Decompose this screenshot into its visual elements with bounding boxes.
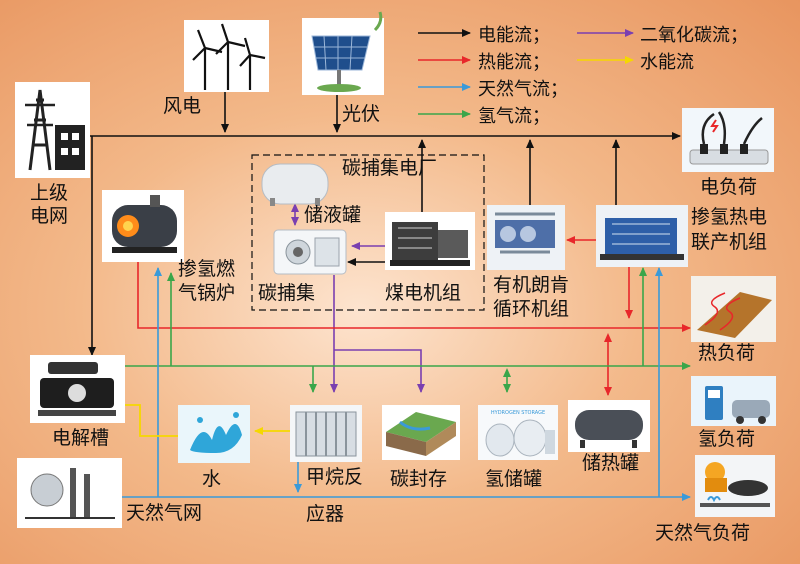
wind-turbine-icon [184,20,269,92]
electrolyzer-label: 电解槽 [52,427,110,449]
capture-unit-icon [273,229,347,275]
geology-icon [382,405,460,460]
legend-gas-label: 天然气流； [478,79,568,100]
coal-unit-label: 煤电机组 [385,282,462,304]
power-tower-icon [15,82,90,178]
h2-load-label: 氢负荷 [698,428,756,450]
chp-label-1: 掺氢热电 [691,206,768,228]
hydrogen-station-icon [691,376,776,426]
legend-electric-label: 电能流； [478,25,550,46]
gas-plant-icon [17,458,122,528]
elec-load-label: 电负荷 [700,176,758,198]
chp-label-2: 联产机组 [691,231,768,253]
power-strip-icon [682,108,774,172]
grid-upper-label-1: 上级 [30,182,69,204]
electrolyzer-icon [30,355,125,423]
heat-tank-icon [568,400,650,452]
methanation-label-1: 甲烷反 [306,466,364,488]
solar-label: 光伏 [342,103,381,125]
carbon-capture-label: 碳捕集 [258,282,316,304]
carbon-plant-frame [251,154,485,311]
solar-panel-icon [302,11,384,95]
legend-hydrogen-label: 氢气流； [478,106,550,127]
chp-unit-icon [596,205,688,267]
floor-heating-icon [691,276,776,342]
coal-generator-icon [385,212,475,270]
orc-unit-icon [487,205,565,270]
reactor-icon [290,405,362,462]
liquid-tank-label: 储液罐 [304,204,362,226]
heat-load-label: 热负荷 [698,342,756,364]
carbon-plant-label: 碳捕集电厂 [342,157,438,179]
h2-tank-caption: HYDROGEN STORAGE [491,410,545,416]
water-splash-icon [178,405,250,463]
hydrogen-tank-icon [478,405,558,460]
legend-co2-label: 二氧化碳流； [640,25,748,46]
gas-stove-icon [695,455,775,517]
boiler-label-2: 气锅炉 [178,282,236,304]
carbon-storage-label: 碳封存 [390,468,448,490]
gas-grid-label: 天然气网 [126,502,203,524]
wind-label: 风电 [163,95,202,117]
grid-upper-label-2: 电网 [30,205,69,227]
gas-load-label: 天然气负荷 [655,522,751,544]
legend-water-label: 水能流 [640,52,694,73]
liquid-tank-icon [261,163,329,206]
water-label: 水 [202,468,222,490]
methanation-label-2: 应器 [306,503,345,525]
orc-label-1: 有机朗肯 [493,274,570,296]
legend-heat-label: 热能流； [478,52,550,73]
boiler-icon [102,190,184,262]
boiler-label-1: 掺氢燃 [178,258,236,280]
h2-tank-label: 氢储罐 [485,468,543,490]
orc-label-2: 循环机组 [493,298,570,320]
heat-storage-label: 储热罐 [582,452,640,474]
